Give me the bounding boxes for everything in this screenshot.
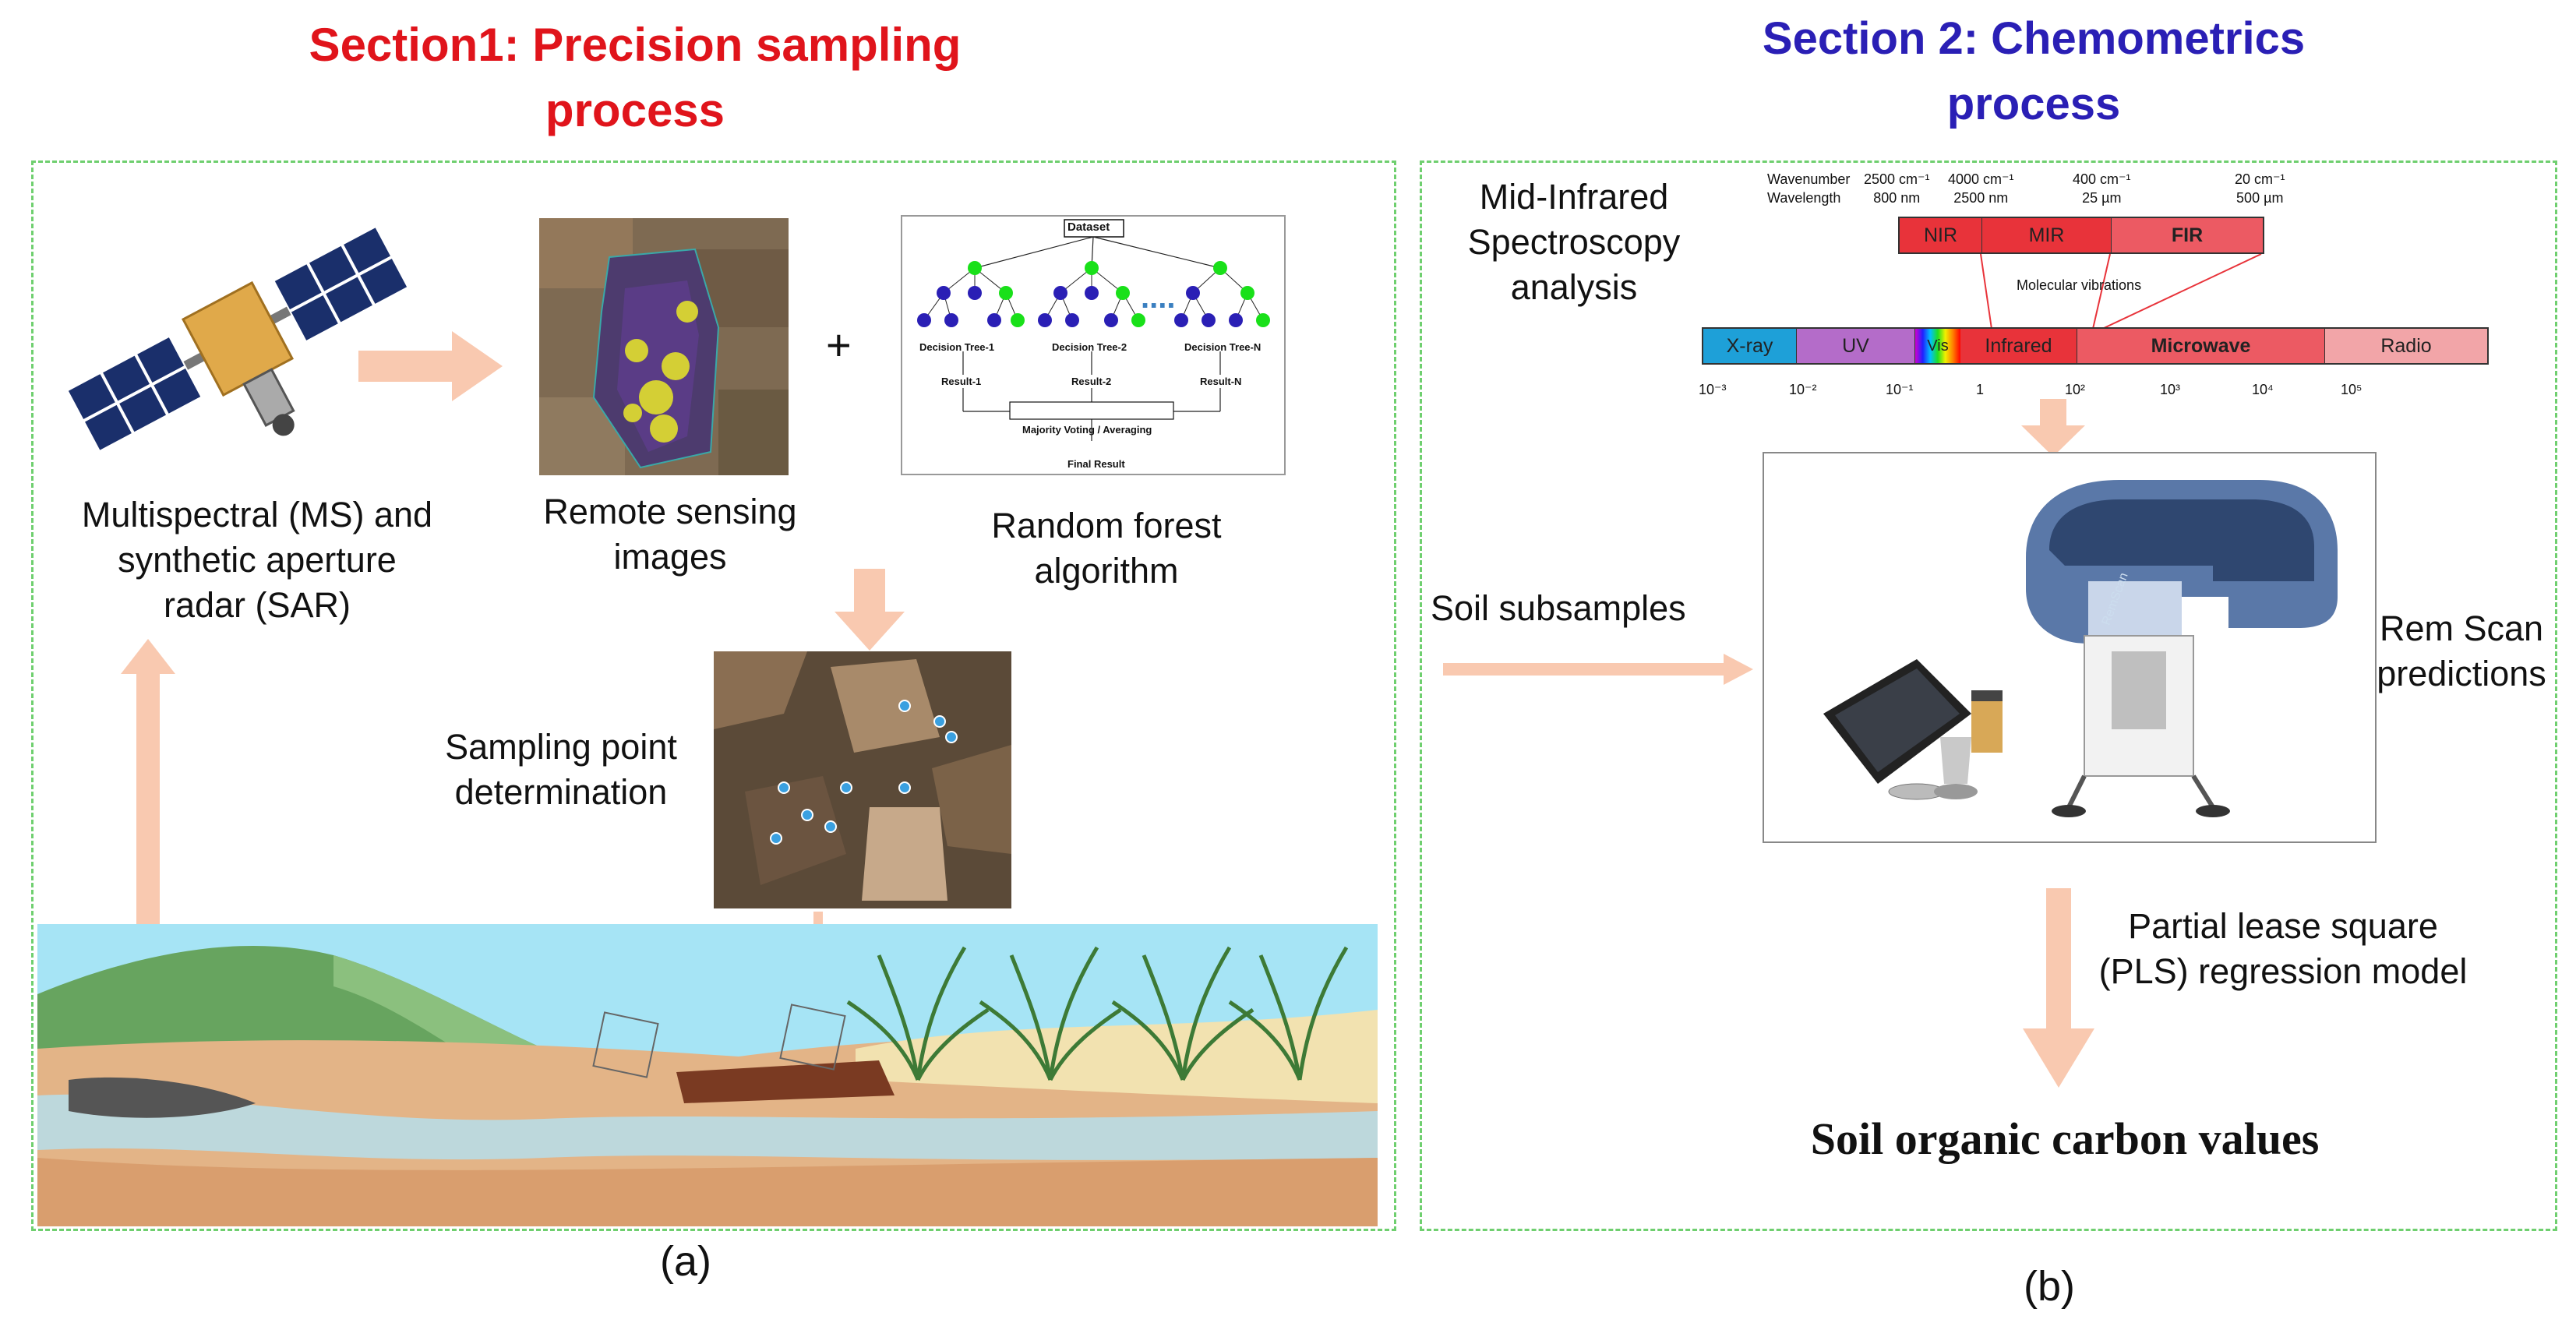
mir-band: MIR: [1982, 218, 2112, 252]
spectrum-tick-3: 400 cm⁻¹ 25 µm: [2073, 171, 2131, 206]
arrow-down-4: [2023, 888, 2094, 1088]
exp-5: 10²: [2065, 382, 2086, 397]
xray-band: X-ray: [1703, 329, 1797, 363]
panel-a-frame: [31, 161, 1396, 1231]
rf-result-n: Result-N: [1200, 376, 1242, 387]
section1-title: Section1: Precision sampling process: [309, 19, 962, 136]
exp-4: 1: [1976, 382, 1985, 397]
spectrum-header-left: Wavenumber Wavelength: [1767, 171, 1851, 206]
section2-title: Section 2: Chemometrics process: [1762, 13, 2306, 129]
rf-voting: Majority Voting / Averaging: [1022, 424, 1152, 436]
rf-ellipsis: ....: [1141, 280, 1176, 315]
uv-band: UV: [1797, 329, 1915, 363]
arrow-right-2: [1443, 654, 1753, 685]
exp-3: 10⁻¹: [1886, 382, 1914, 397]
satellite-icon: [64, 223, 411, 455]
pls-label: Partial lease square (PLS) regression mo…: [2098, 906, 2468, 991]
panel-b-frame: [1420, 161, 2557, 1231]
remscan-device-image: [1823, 480, 2338, 817]
molecular-vibrations-label: Molecular vibrations: [2017, 277, 2142, 293]
random-forest-label: Random forest algorithm: [991, 506, 1222, 591]
rf-final: Final Result: [1067, 458, 1125, 470]
landscape-illustration: [37, 924, 1378, 1226]
arrow-up-1: [121, 639, 175, 935]
spectrum-tick-1: 2500 cm⁻¹ 800 nm: [1864, 171, 1930, 206]
vis-rainbow: [1915, 329, 1960, 363]
arrow-down-1: [835, 569, 905, 651]
radio-band: Radio: [2325, 329, 2487, 363]
exp-2: 10⁻²: [1789, 382, 1817, 397]
caption-a: (a): [660, 1238, 711, 1285]
arrow-right-1: [358, 331, 503, 401]
exp-6: 10³: [2160, 382, 2181, 397]
spectrum-tick-4: 20 cm⁻¹ 500 µm: [2235, 171, 2285, 206]
satellite-label: Multispectral (MS) and synthetic apertur…: [81, 495, 433, 625]
exp-1: 10⁻³: [1699, 382, 1727, 397]
vis-band: Vis: [1927, 337, 1949, 355]
rf-root-label: Dataset: [1067, 220, 1110, 234]
remscan-predictions-label: Rem Scan predictions: [2377, 609, 2546, 693]
remote-sensing-image: [539, 218, 789, 475]
soc-values-label: Soil organic carbon values: [1810, 1113, 2320, 1164]
molecular-connector: [1980, 254, 2262, 329]
sampling-point-image: [714, 651, 1011, 908]
rf-tree-1: Decision Tree-1: [919, 341, 995, 353]
rf-tree-2: Decision Tree-2: [1052, 341, 1127, 353]
random-forest-diagram: [901, 215, 1286, 475]
arrow-down-3: [2021, 399, 2085, 457]
mir-label: Mid-Infrared Spectroscopy analysis: [1467, 177, 1681, 307]
exp-7: 10⁴: [2252, 382, 2274, 397]
plus-sign: +: [826, 320, 852, 369]
rf-result-2: Result-2: [1071, 376, 1112, 387]
rf-result-1: Result-1: [941, 376, 982, 387]
infrared-band: Infrared: [1960, 329, 2077, 363]
soil-subsamples-label: Soil subsamples: [1431, 588, 1686, 628]
remote-sensing-label: Remote sensing images: [543, 492, 797, 577]
nir-band: NIR: [1900, 218, 1982, 252]
fir-band: FIR: [2112, 218, 2263, 252]
sampling-point-label: Sampling point determination: [445, 727, 677, 812]
rf-tree-n: Decision Tree-N: [1184, 341, 1262, 353]
exp-8: 10⁵: [2341, 382, 2363, 397]
spectrum-tick-2: 4000 cm⁻¹ 2500 nm: [1948, 171, 2014, 206]
microwave-band: Microwave: [2077, 329, 2325, 363]
em-spectrum-bar: X-ray UV Vis Infrared Microwave Radio: [1702, 327, 2489, 365]
caption-b: (b): [2024, 1263, 2075, 1310]
ir-band-bar: NIR MIR FIR: [1898, 217, 2264, 254]
